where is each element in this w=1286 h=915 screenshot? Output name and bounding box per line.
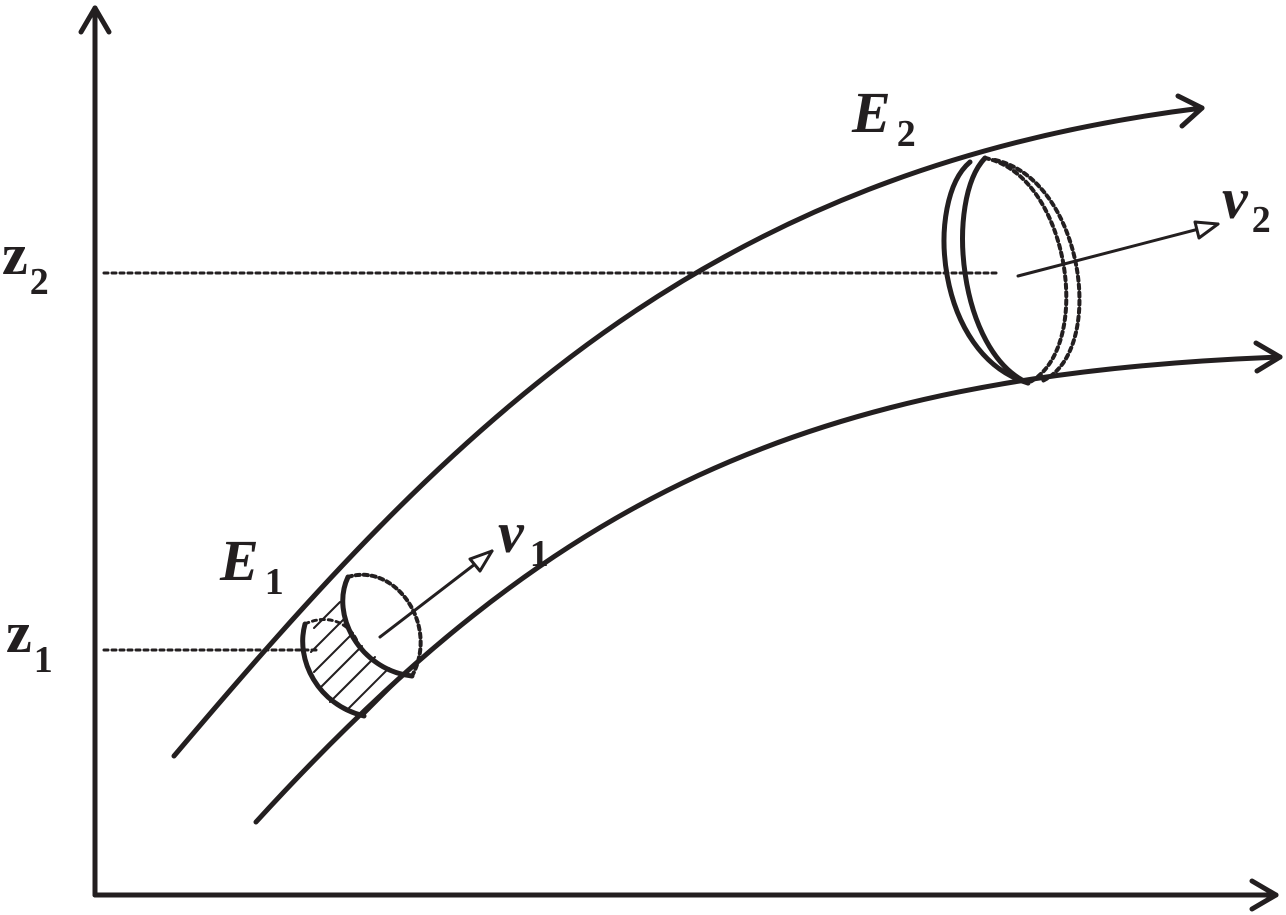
label-z2: z2 [2, 222, 49, 303]
lower-streamline [253, 354, 1283, 825]
element-2-back-hidden-outer [993, 158, 1082, 384]
upper-streamline [171, 105, 1205, 759]
element-1-front-face-hidden [346, 572, 423, 678]
fluid-element-2 [941, 155, 1082, 386]
velocity-arrow-2-head [1193, 220, 1220, 240]
lower-streamline-arrowhead [1253, 340, 1283, 374]
vertical-axis-arrowhead [78, 5, 112, 35]
velocity-arrow-2 [1016, 222, 1220, 278]
hatch-lines [313, 601, 341, 629]
upper-streamline-arrowhead [1175, 93, 1205, 129]
element-2-inner-rim [960, 155, 1031, 386]
axes [78, 5, 1279, 912]
fluid-element-1 [300, 572, 423, 719]
element-1-front-face [340, 574, 415, 679]
element-1-back-face [300, 621, 367, 719]
element-2-outer-rim [941, 159, 1031, 386]
element-2-back-hidden [983, 156, 1069, 385]
horizontal-axis-arrowhead [1249, 878, 1279, 912]
label-z1: z1 [6, 600, 53, 681]
velocity-arrow-1-head [468, 549, 494, 573]
